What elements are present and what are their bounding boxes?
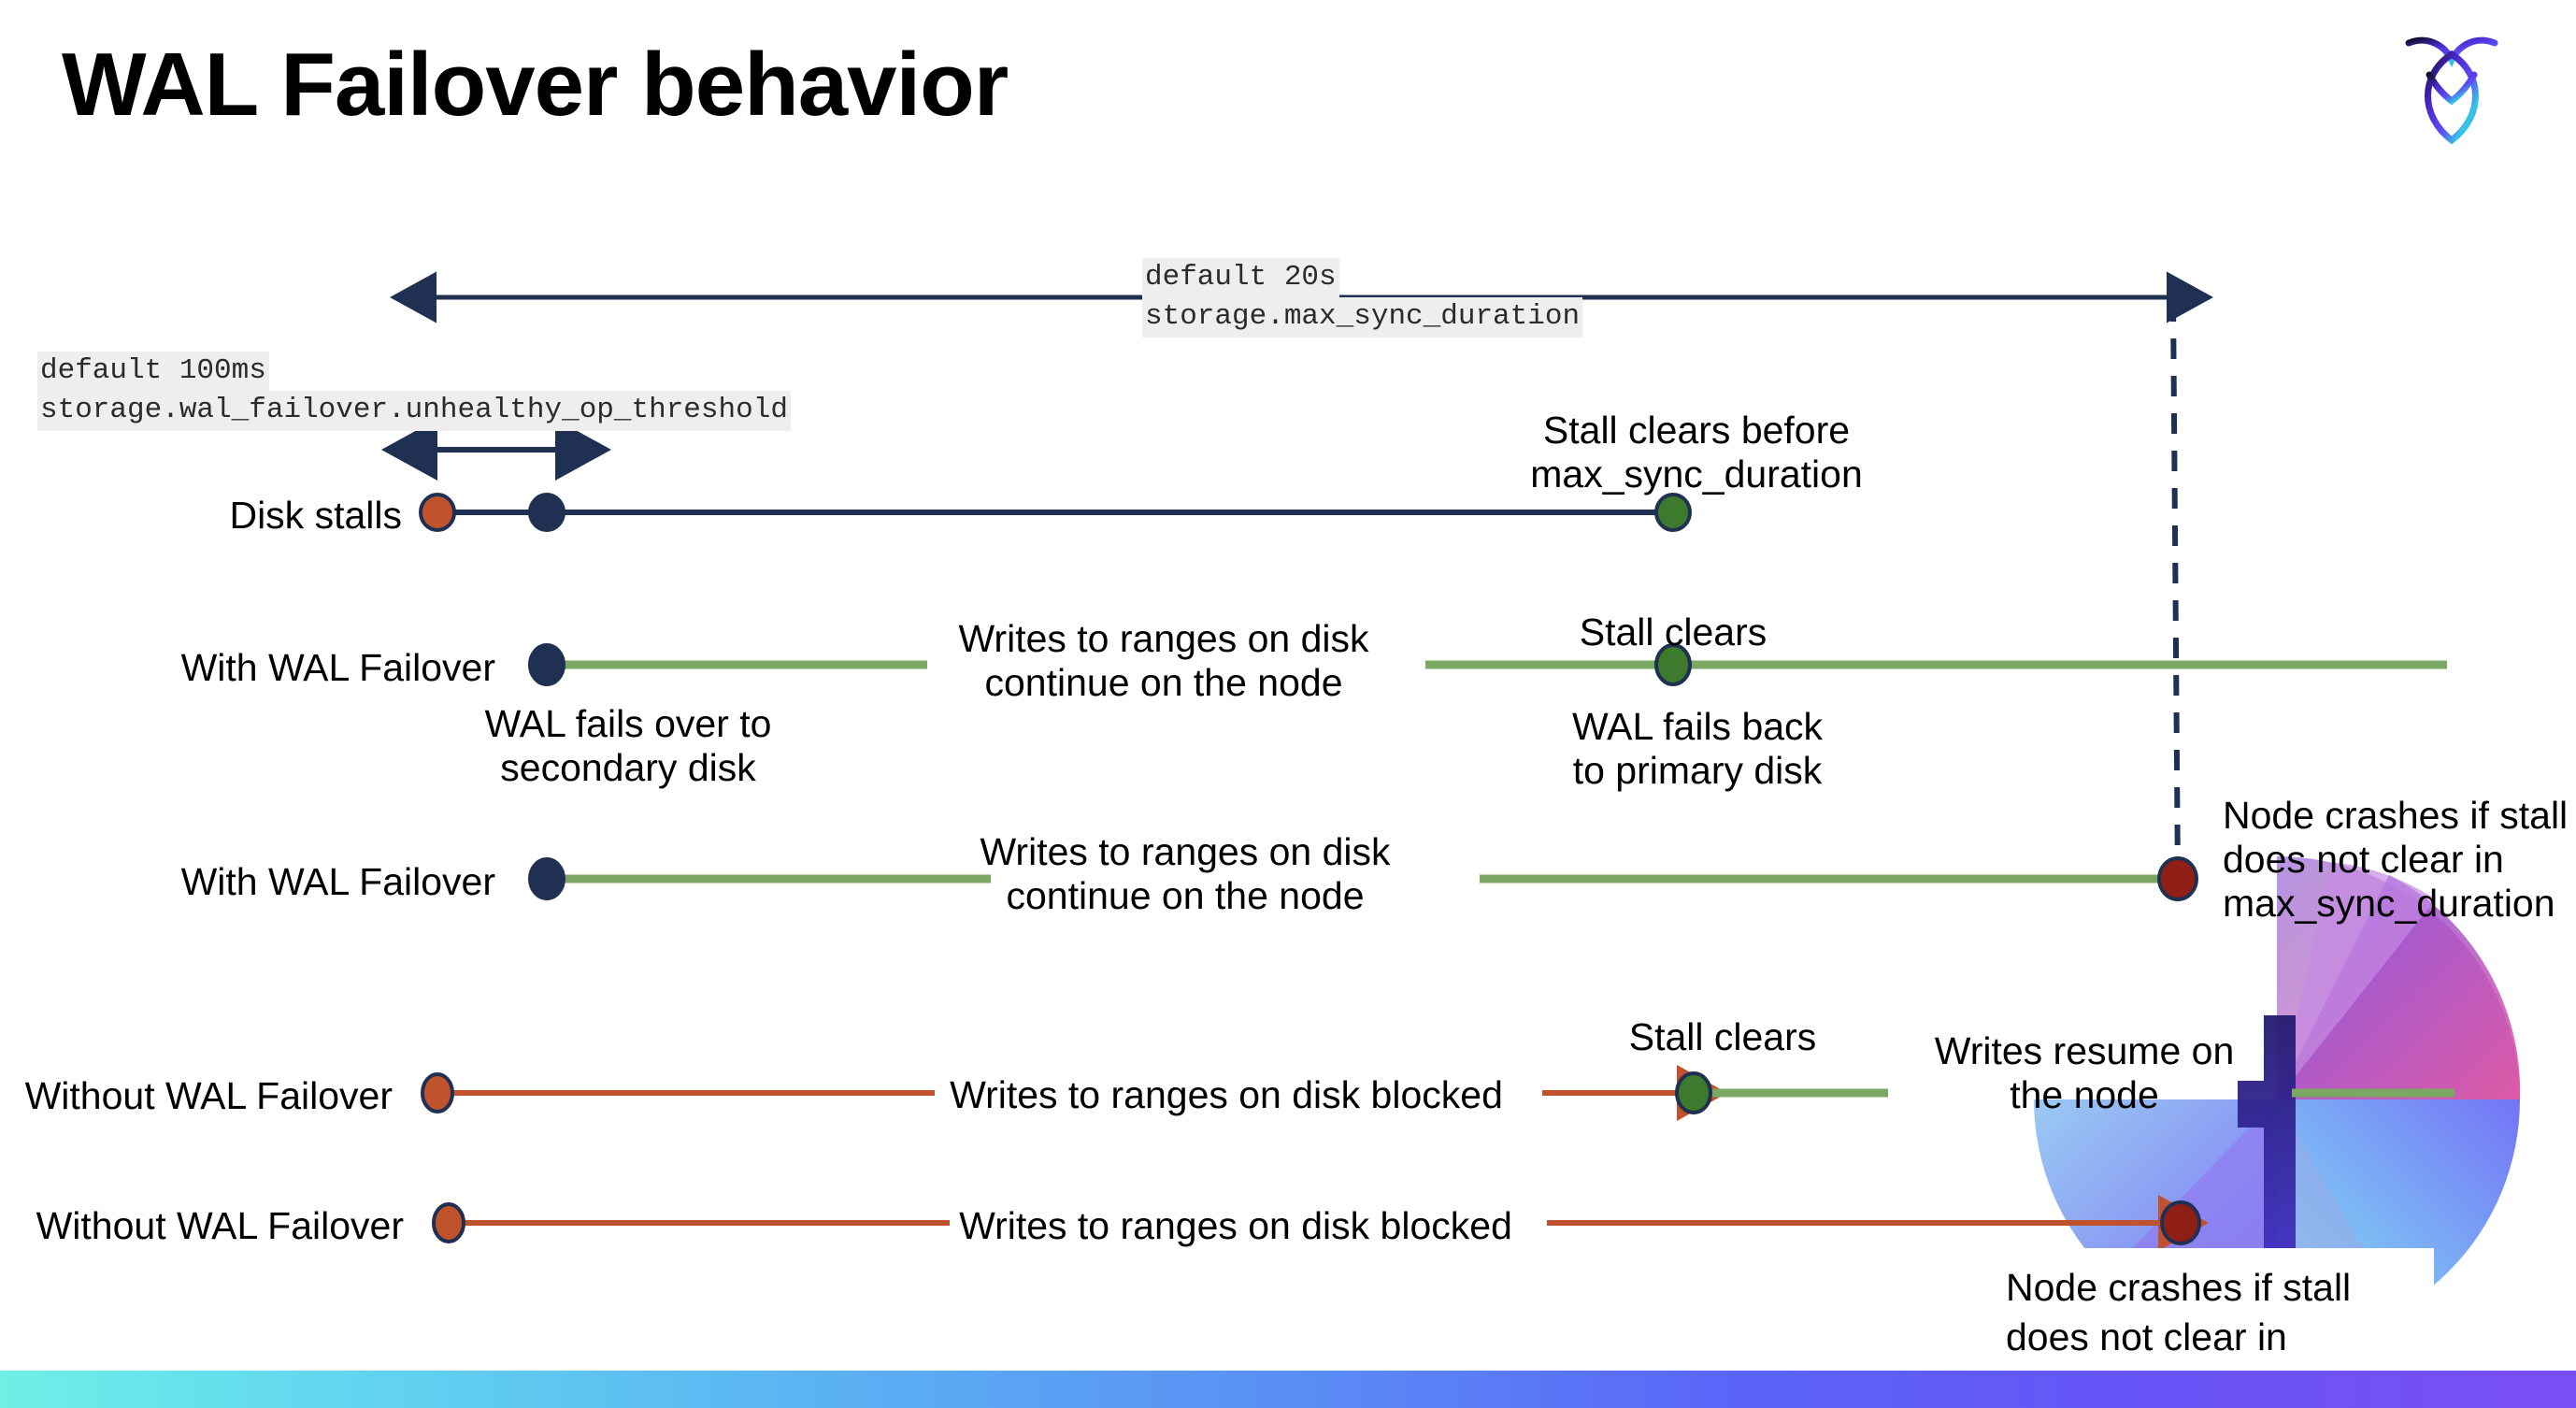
row-label-with-failover-1: With WAL Failover	[180, 646, 495, 689]
row-disk-stalls-timeline	[419, 493, 1692, 532]
note-stall-clears-1: Stall clears	[1579, 611, 1767, 654]
note-writes-blocked-2: Writes to ranges on disk blocked	[959, 1204, 1512, 1247]
note-wal-fails-back: WAL fails back to primary disk	[1571, 705, 1824, 793]
note-writes-resume: Writes resume on the node	[1934, 1029, 2235, 1117]
note-disk-stall-clears-before: Stall clears before max_sync_duration	[1530, 409, 1863, 496]
page-title: WAL Failover behavior	[62, 35, 1009, 135]
cockroachdb-logo-icon	[2396, 26, 2508, 148]
note-stall-clears-2: Stall clears	[1628, 1015, 1817, 1058]
note-writes-continue-1: Writes to ranges on disk continue on the…	[958, 617, 1369, 705]
unhealthy-op-threshold-default: default 100ms	[37, 352, 269, 392]
row-label-without-failover-1: Without WAL Failover	[24, 1074, 393, 1117]
row-label-disk-stalls: Disk stalls	[229, 494, 402, 537]
note-writes-continue-2: Writes to ranges on disk continue on the…	[980, 830, 1391, 918]
note-writes-blocked-1: Writes to ranges on disk blocked	[950, 1073, 1503, 1116]
unhealthy-op-threshold-name: storage.wal_failover.unhealthy_op_thresh…	[37, 391, 791, 431]
note-wal-fails-over: WAL fails over to secondary disk	[484, 702, 772, 790]
note-node-crashes-1: Node crashes if stall does not clear in …	[2223, 794, 2569, 926]
row-without-failover-2-timeline	[432, 1195, 2209, 1251]
row-with-failover-2-timeline	[528, 856, 2198, 901]
unhealthy-op-threshold-setting: default 100ms storage.wal_failover.unhea…	[37, 352, 791, 431]
row-with-failover-1-timeline	[528, 643, 2447, 686]
row-label-without-failover-2: Without WAL Failover	[36, 1204, 404, 1247]
max-sync-duration-name: storage.max_sync_duration	[1142, 297, 1583, 338]
row-label-with-failover-2: With WAL Failover	[180, 860, 495, 903]
bottom-accent-bar	[0, 1371, 2576, 1408]
max-sync-duration-default: default 20s	[1142, 258, 1339, 298]
row-without-failover-1-timeline	[421, 1065, 2454, 1121]
max-sync-duration-reference-line	[2170, 300, 2181, 880]
max-sync-duration-setting: default 20s storage.max_sync_duration	[1142, 258, 1583, 338]
